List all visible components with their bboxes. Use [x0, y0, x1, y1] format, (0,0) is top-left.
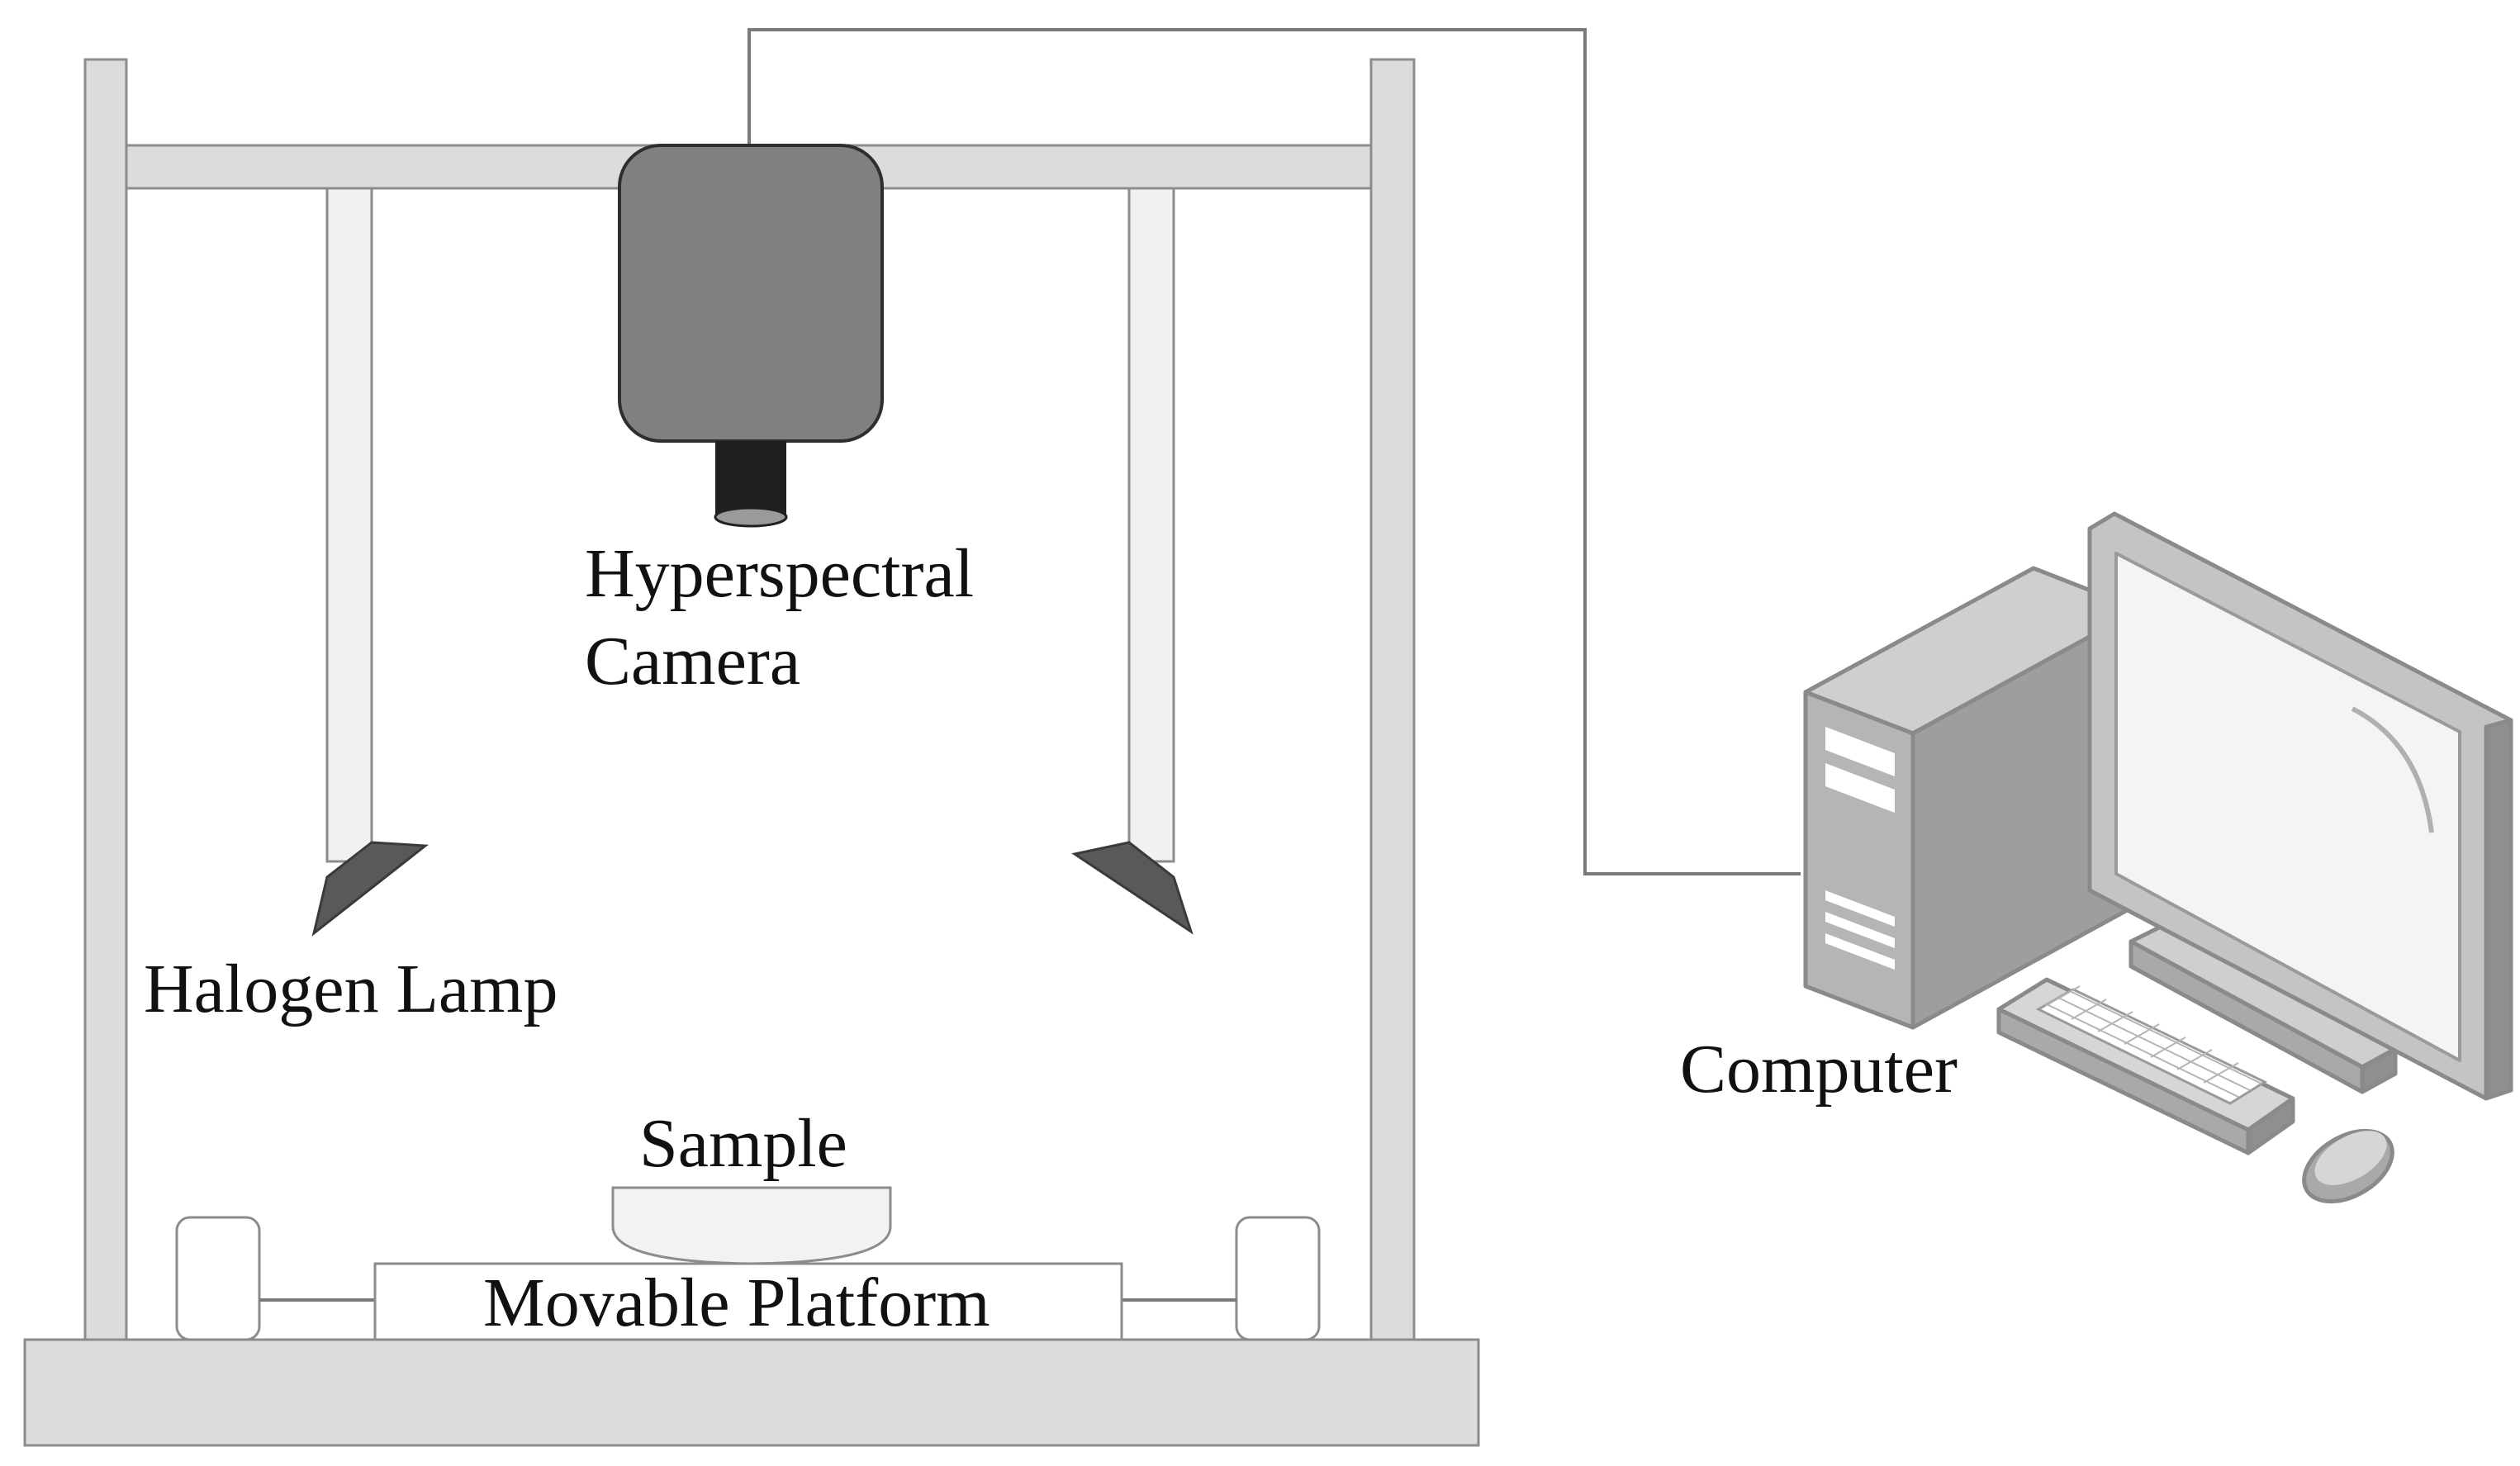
keyboard — [1996, 977, 2295, 1155]
computer-label: Computer — [1680, 1031, 1958, 1108]
mouse-top — [2314, 1131, 2387, 1185]
sample-dish — [611, 1186, 892, 1265]
lamp-head-right — [1071, 841, 1194, 935]
camera-label-line2: Camera — [585, 623, 800, 700]
rail-block-right — [1235, 1216, 1321, 1341]
movable-platform-label: Movable Platform — [483, 1264, 990, 1341]
keyboard-side — [2246, 1096, 2295, 1155]
tower-vent-3 — [1825, 933, 1895, 970]
monitor-side — [2484, 718, 2513, 1101]
lamp-head-left — [311, 841, 429, 937]
rail-block-left — [175, 1216, 261, 1341]
halogen-lamp-left — [311, 187, 429, 937]
lamp-arm-right — [1127, 187, 1175, 863]
movable-platform — [373, 1262, 1123, 1341]
tower-vent-2 — [1825, 912, 1895, 948]
tower-drive-bay-1 — [1825, 727, 1895, 776]
base-plate — [23, 1338, 1480, 1447]
keyboard-key-grid — [2044, 985, 2262, 1098]
hyperspectral-camera — [618, 144, 884, 528]
computer-monitor — [2087, 511, 2513, 1101]
data-cable — [747, 28, 1801, 875]
left-post — [83, 58, 128, 1341]
halogen-lamp-label: Halogen Lamp — [144, 951, 558, 1027]
camera-body — [618, 144, 884, 443]
right-post — [1369, 58, 1416, 1341]
tower-vent-1 — [1825, 890, 1895, 927]
screen-glare — [2351, 706, 2434, 833]
camera-lens-face — [714, 506, 788, 528]
mouse — [2302, 1128, 2394, 1204]
camera-lens — [715, 441, 786, 517]
movable-platform-assembly — [175, 1216, 1321, 1341]
monitor-screen — [2114, 552, 2461, 1062]
camera-label-line1: Hyperspectral — [585, 535, 974, 612]
halogen-lamp-right — [1071, 187, 1194, 935]
sample-label: Sample — [639, 1105, 847, 1182]
lamp-arm-left — [325, 187, 373, 863]
computer-tower — [1803, 566, 2142, 1030]
tower-drive-bay-2 — [1825, 763, 1895, 813]
computer — [1803, 511, 2513, 1204]
monitor-stand — [2128, 923, 2398, 1094]
stand-side — [2360, 1046, 2398, 1094]
